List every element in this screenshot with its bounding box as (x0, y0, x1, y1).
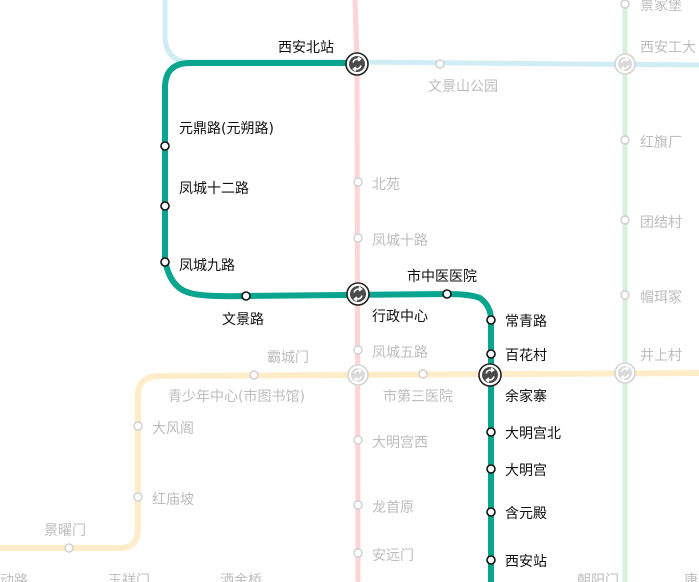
station-jing-yao-men[interactable] (64, 543, 74, 553)
station-feng-cheng-12[interactable] (160, 201, 170, 211)
transfer-icon[interactable] (614, 53, 636, 75)
label-feng-cheng-9: 凤城九路 (179, 258, 235, 274)
label-shi-zhong-yi: 市中医医院 (407, 268, 477, 285)
label-feng-cheng-10: 凤城十路 (372, 233, 428, 249)
station-jing-jia-bao[interactable] (620, 0, 630, 9)
transfer-icon[interactable] (347, 364, 369, 386)
label-xi-an-gong-da: 西安工大 (640, 40, 696, 56)
transfer-icon[interactable] (478, 363, 502, 387)
label-xi-an-bei: 西安北站 (278, 40, 334, 56)
station-long-shou-yuan[interactable] (353, 500, 363, 510)
label-jing-jia-bao: 景家堡 (640, 0, 682, 14)
label-sa-jin-qiao: 洒金桥 (220, 573, 262, 582)
label-hong-miao-po: 红庙坡 (152, 492, 194, 508)
transfer-icon[interactable] (614, 362, 636, 384)
station-han-yuan-dian[interactable] (486, 507, 496, 517)
station-da-ming-gong-bei[interactable] (486, 427, 496, 437)
station-mao-er-zhai[interactable] (620, 290, 630, 300)
label-lao-dong-lu: 劳动路 (0, 573, 28, 582)
highlight-line (162, 60, 494, 582)
label-shi-di-san: 市第三医院 (383, 388, 453, 405)
label-han-yuan-dian: 含元殿 (505, 506, 547, 522)
station-wen-jing-lu[interactable] (241, 291, 251, 301)
station-bei-yuan[interactable] (353, 177, 363, 187)
station-da-ming-gong-xi[interactable] (353, 435, 363, 445)
label-tuan-jie-cun: 团结村 (640, 215, 682, 231)
station-da-ming-gong[interactable] (486, 464, 496, 474)
label-qing-shao-nian: 青少年中心(市图书馆) (168, 388, 305, 405)
label-kang: 康 (684, 572, 698, 582)
station-ba-cheng-men[interactable] (249, 370, 259, 380)
label-feng-cheng-5: 凤城五路 (372, 345, 428, 361)
label-an-yuan-men: 安远门 (372, 548, 414, 564)
station-feng-cheng-10[interactable] (353, 233, 363, 243)
label-xi-an-zhan: 西安站 (505, 554, 547, 570)
station-chang-qing-lu[interactable] (486, 315, 496, 325)
station-hong-qi-chang[interactable] (620, 135, 630, 145)
station-yuan-ding-lu[interactable] (160, 141, 170, 151)
label-wen-jing-lu: 文景路 (222, 312, 264, 328)
label-long-shou-yuan: 龙首原 (372, 500, 414, 516)
label-yuan-ding-lu: 元鼎路(元朔路) (179, 121, 274, 137)
label-xing-zheng-zhong-xin: 行政中心 (372, 309, 428, 325)
station-bai-hua-cun[interactable] (486, 349, 496, 359)
station-tuan-jie-cun[interactable] (620, 215, 630, 225)
label-da-ming-gong-xi: 大明宫西 (372, 435, 428, 451)
label-hong-qi-chang: 红旗厂 (640, 135, 682, 151)
label-feng-cheng-12: 凤城十二路 (179, 181, 249, 197)
label-yu-jia-zhai: 余家寨 (505, 388, 547, 405)
station-shi-di-san[interactable] (418, 369, 428, 379)
station-feng-cheng-9[interactable] (160, 257, 170, 267)
label-da-ming-gong: 大明宫 (505, 463, 547, 479)
label-mao-er-zhai: 帽珥冢 (640, 290, 682, 306)
station-feng-cheng-5[interactable] (353, 345, 363, 355)
station-an-yuan-men[interactable] (353, 548, 363, 558)
label-jing-shang-cun: 井上村 (640, 348, 682, 364)
label-chang-qing-lu: 常青路 (505, 314, 547, 330)
label-da-feng-ge: 大风阁 (152, 421, 194, 437)
label-bai-hua-cun: 百花村 (505, 348, 547, 364)
transfer-icon[interactable] (346, 282, 370, 306)
station-hong-miao-po[interactable] (133, 492, 143, 502)
label-wen-jing-shan: 文景山公园 (428, 79, 498, 95)
station-shi-zhong-yi[interactable] (442, 289, 452, 299)
yellow-line (0, 370, 699, 551)
label-ba-cheng-men: 霸城门 (267, 350, 309, 366)
station-xi-an-zhan[interactable] (486, 555, 496, 565)
label-da-ming-gong-bei: 大明宫北 (505, 426, 561, 442)
label-bei-yuan: 北苑 (372, 177, 400, 193)
label-chao-yang-men: 朝阳门 (577, 573, 619, 582)
label-yu-xiang-men: 玉祥门 (108, 573, 150, 582)
station-da-feng-ge[interactable] (133, 421, 143, 431)
transfer-icon[interactable] (345, 52, 369, 76)
label-jing-yao-men: 景曜门 (44, 523, 86, 539)
station-wen-jing-shan[interactable] (435, 59, 445, 69)
